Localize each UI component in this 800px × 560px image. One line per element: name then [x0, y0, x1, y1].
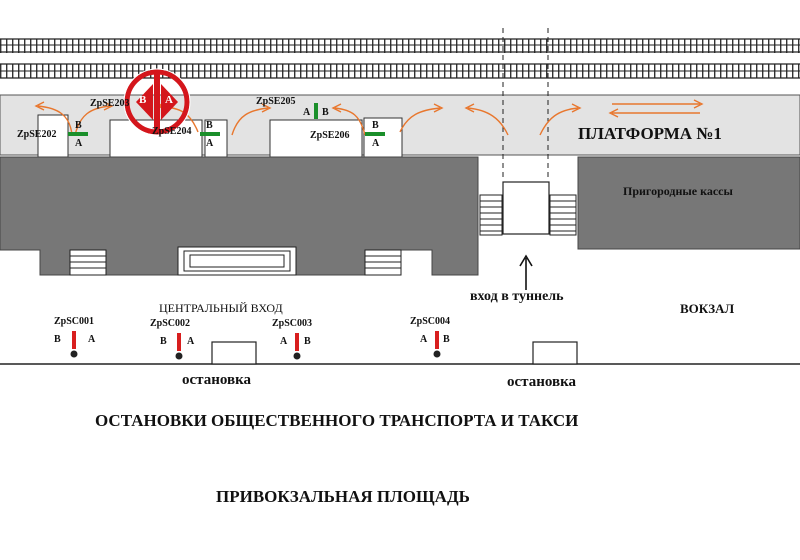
stop-box-right [532, 341, 578, 365]
side-b-label: В [322, 107, 329, 118]
suburban-ticket-building [577, 156, 800, 250]
building-exits [69, 246, 402, 276]
logo-letter-left: В [139, 94, 147, 106]
side-b-label: В [54, 334, 61, 345]
street-sign-code: ZpSC002 [150, 318, 191, 329]
street-sign-code: ZpSC001 [54, 316, 95, 327]
logo-letter-right: А [165, 94, 173, 106]
platform-title: ПЛАТФОРМА №1 [578, 124, 722, 143]
side-b-label: В [160, 336, 167, 347]
side-a-label: А [75, 138, 83, 149]
street-sign-code: ZpSC004 [410, 316, 451, 327]
side-b-label: В [443, 334, 450, 345]
central-entrance-label: ЦЕНТРАЛЬНЫЙ ВХОД [159, 301, 283, 315]
side-b-label: В [304, 336, 311, 347]
side-b-label: В [372, 120, 379, 131]
street-sign-code: ZpSC003 [272, 318, 313, 329]
side-a-label: А [280, 336, 288, 347]
side-a-label: А [187, 336, 195, 347]
platform-shelters [37, 114, 403, 158]
side-a-label: А [372, 138, 380, 149]
side-a-label: А [303, 107, 311, 118]
tunnel-arrow [519, 254, 533, 290]
station-square-heading: ПРИВОКЗАЛЬНАЯ ПЛОЩАДЬ [216, 487, 470, 506]
stop-label-right: остановка [507, 374, 576, 390]
suburban-ticket-office-label: Пригородные кассы [623, 184, 733, 198]
railway-tracks [0, 38, 800, 79]
sign-code: ZpSE205 [256, 96, 296, 107]
stop-label-left: остановка [182, 372, 251, 388]
platform-sign-markers [68, 103, 385, 136]
tunnel-stairs [479, 194, 577, 236]
side-a-label: А [88, 334, 96, 345]
tunnel-entrance-label: вход в туннель [470, 289, 564, 304]
stop-box-left [211, 341, 257, 365]
side-a-label: А [206, 138, 214, 149]
tunnel-lines [502, 28, 549, 180]
sign-code: ZpSE202 [17, 129, 57, 140]
railway-logo-icon [123, 68, 191, 136]
sign-code: ZpSE203 [90, 98, 130, 109]
side-a-label: А [420, 334, 428, 345]
sign-code: ZpSE204 [152, 126, 192, 137]
side-b-label: В [206, 120, 213, 131]
sign-code: ZpSE206 [310, 130, 350, 141]
street-sign-markers [70, 331, 441, 360]
station-label: ВОКЗАЛ [680, 301, 735, 316]
side-b-label: В [75, 120, 82, 131]
tunnel-entrance-box [502, 181, 550, 235]
transport-stops-heading: ОСТАНОВКИ ОБЩЕСТВЕННОГО ТРАНСПОРТА И ТАК… [95, 411, 579, 430]
